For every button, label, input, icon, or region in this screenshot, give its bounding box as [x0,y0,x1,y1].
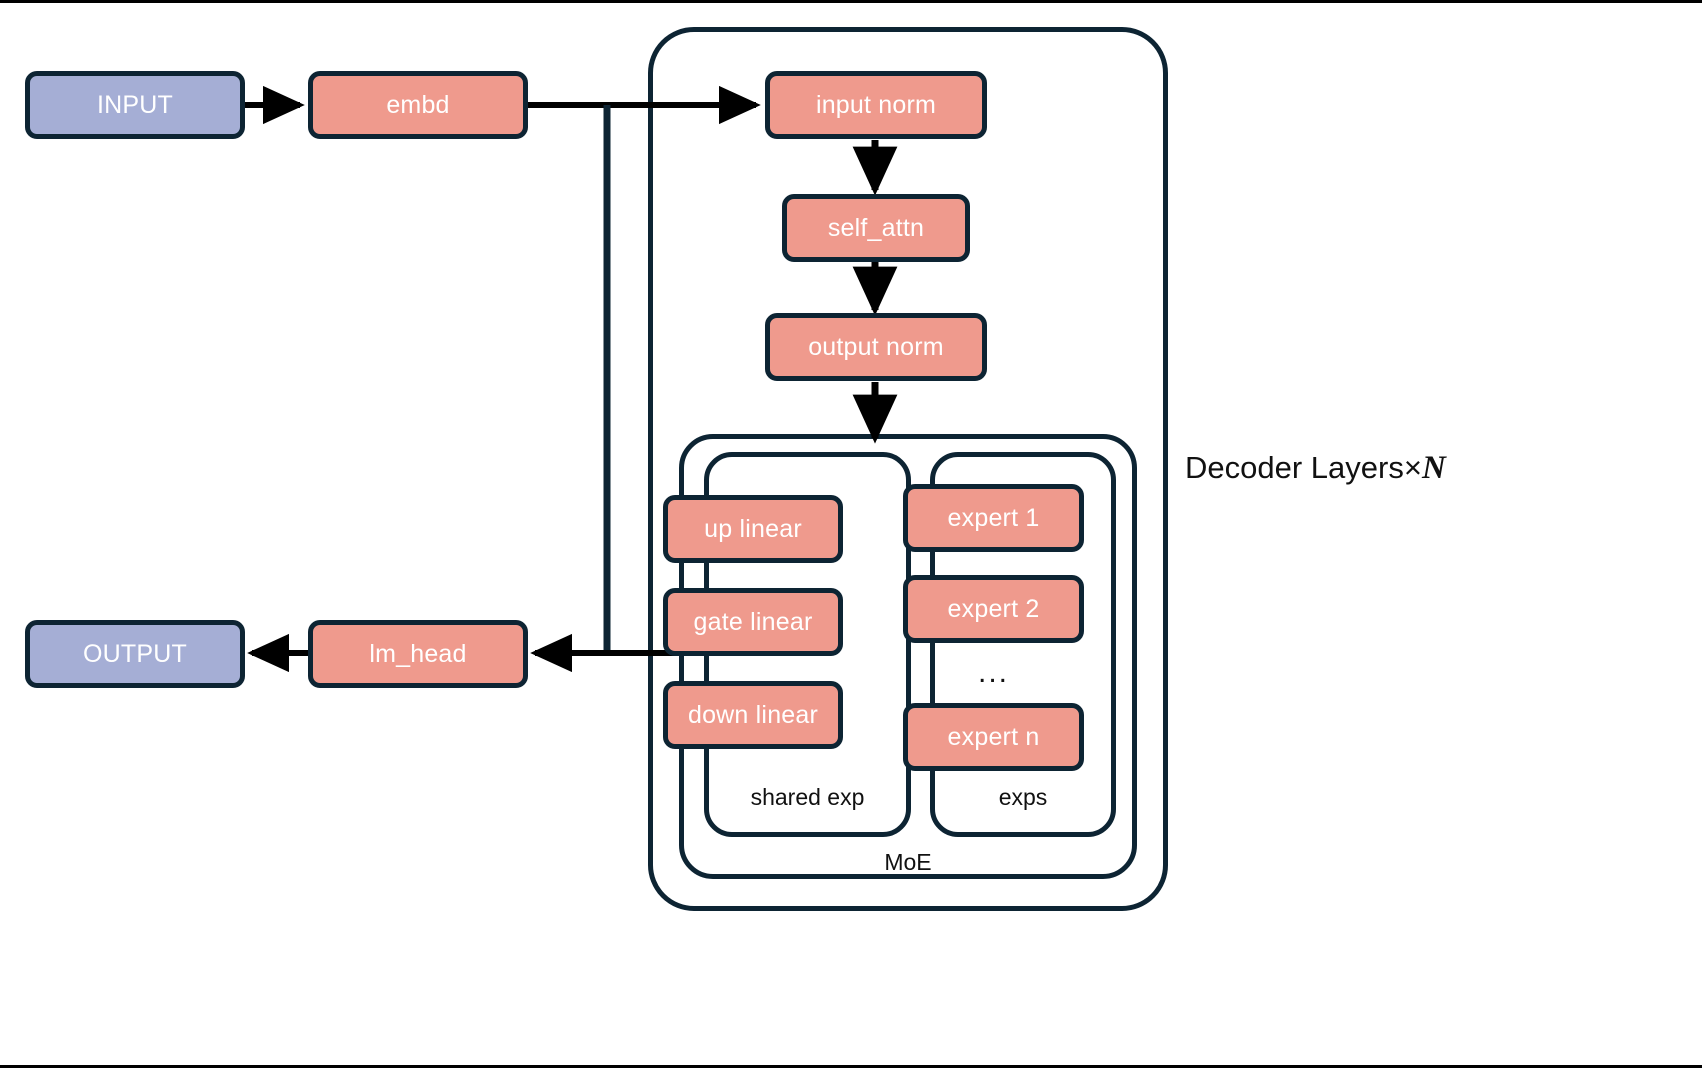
node-up-linear[interactable]: up linear [663,495,843,563]
bottom-edge-bar [0,1065,1702,1068]
node-expert-1-label: expert 1 [947,503,1040,532]
decoder-layers-label: Decoder Layers×N [1185,452,1446,485]
decoder-layers-count-var: N [1421,450,1446,486]
shared-expert-group-label: shared exp [750,784,865,810]
node-output-norm[interactable]: output norm [765,313,987,381]
node-gate-linear[interactable]: gate linear [663,588,843,656]
node-lm-head[interactable]: lm_head [308,620,528,688]
moe-group-label: MoE [884,849,932,875]
node-output-norm-label: output norm [808,332,944,361]
node-embd[interactable]: embd [308,71,528,139]
experts-group-label: exps [998,784,1048,810]
experts-ellipsis: ... [977,656,1009,689]
node-input-norm[interactable]: input norm [765,71,987,139]
top-edge-bar [0,0,1702,3]
node-input-label: INPUT [97,90,173,119]
node-output-label: OUTPUT [83,639,187,668]
node-lm-head-label: lm_head [369,639,467,668]
node-down-linear-label: down linear [687,700,819,729]
node-input[interactable]: INPUT [25,71,245,139]
node-self-attn-label: self_attn [827,213,925,242]
decoder-layers-label-text: Decoder Layers× [1185,450,1422,485]
node-expert-2[interactable]: expert 2 [903,575,1084,643]
node-gate-linear-label: gate linear [693,607,813,636]
node-down-linear[interactable]: down linear [663,681,843,749]
moe-group [679,434,1137,879]
node-output[interactable]: OUTPUT [25,620,245,688]
node-expert-2-label: expert 2 [947,594,1040,623]
experts-group [930,452,1116,837]
node-self-attn[interactable]: self_attn [782,194,970,262]
node-expert-1[interactable]: expert 1 [903,484,1084,552]
node-up-linear-label: up linear [704,514,802,543]
node-embd-label: embd [386,90,450,119]
node-input-norm-label: input norm [815,90,937,119]
node-expert-n[interactable]: expert n [903,703,1084,771]
decoder-layers-group [648,27,1168,911]
node-expert-n-label: expert n [947,722,1040,751]
